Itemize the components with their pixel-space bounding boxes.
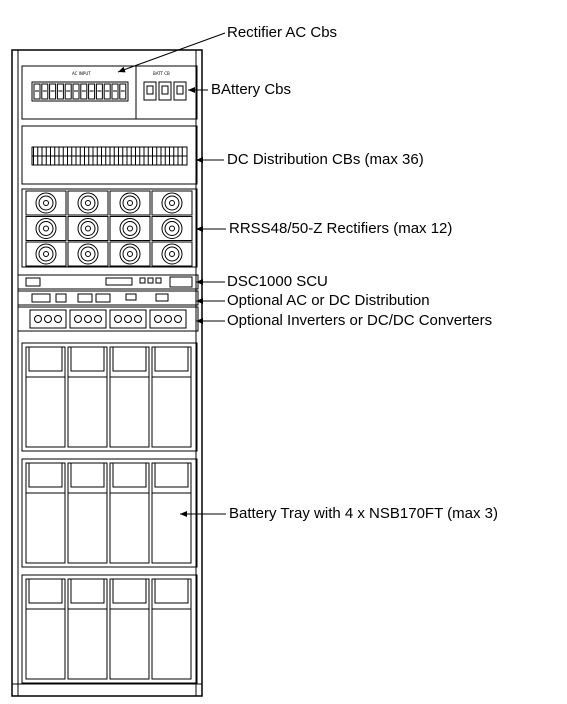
ac-breaker [72, 83, 80, 100]
rectifier-module [67, 241, 109, 267]
ac-breaker [80, 83, 88, 100]
battery-cell [151, 462, 192, 564]
battery-cell [67, 578, 108, 680]
battery-cell [25, 578, 66, 680]
battery-cell [109, 346, 150, 448]
rack-base [11, 683, 203, 697]
battery-cell [151, 346, 192, 448]
fan-icon [35, 218, 57, 239]
ac-cb-row [31, 81, 129, 102]
callout-rectifiers: RRSS48/50-Z Rectifiers (max 12) [229, 220, 453, 237]
leader-line [117, 32, 226, 73]
dc-distribution-panel [21, 125, 198, 185]
ac-breaker [33, 83, 41, 100]
battery-cell [25, 346, 66, 448]
battery-tray [21, 574, 198, 684]
fan-icon [77, 218, 99, 239]
battery-tray [21, 458, 198, 568]
rectifier-module [151, 216, 193, 241]
fan-icon [77, 243, 99, 265]
battery-cell [67, 346, 108, 448]
rectifier-module [109, 216, 151, 241]
inverter-module [29, 309, 67, 329]
callout-battery-cbs: BAttery Cbs [211, 81, 292, 98]
fan-icon [35, 192, 57, 214]
battery-breaker [143, 81, 157, 101]
inverter-module [109, 309, 147, 329]
rectifier-module [151, 190, 193, 216]
battery-cell [67, 462, 108, 564]
callout-optional-inverters: Optional Inverters or DC/DC Converters [227, 312, 493, 329]
fan-icon [119, 243, 141, 265]
fan-icon [161, 192, 183, 214]
fan-icon [161, 243, 183, 265]
optional-distribution-panel [17, 290, 199, 306]
callout-optional-distribution: Optional AC or DC Distribution [227, 292, 430, 309]
ac-breaker [56, 83, 64, 100]
battery-cell [109, 462, 150, 564]
ac-breaker [95, 83, 103, 100]
battery-breaker [158, 81, 172, 101]
rectifier-shelf [21, 188, 198, 268]
fan-icon [35, 243, 57, 265]
ac-breaker [111, 83, 119, 100]
callout-dc-distribution: DC Distribution CBs (max 36) [227, 151, 424, 168]
ac-breaker [119, 83, 127, 100]
batt-cb-text: BATT CB [153, 71, 170, 76]
rectifier-module [67, 216, 109, 241]
callout-rectifier-ac-cbs: Rectifier AC Cbs [227, 24, 338, 41]
inverter-module [149, 309, 187, 329]
battery-cell [151, 578, 192, 680]
battery-cell [109, 578, 150, 680]
ac-breaker [103, 83, 111, 100]
rectifier-module [25, 241, 67, 267]
callout-scu: DSC1000 SCU [227, 273, 328, 290]
top-breaker-panel [21, 65, 198, 120]
ac-breaker [64, 83, 72, 100]
rectifier-module [67, 190, 109, 216]
rectifier-module [25, 190, 67, 216]
battery-cell [25, 462, 66, 564]
ac-breaker [49, 83, 57, 100]
fan-icon [119, 218, 141, 239]
battery-tray [21, 342, 198, 452]
inverter-module [69, 309, 107, 329]
rectifier-module [109, 241, 151, 267]
fan-icon [77, 192, 99, 214]
ac-breaker [41, 83, 49, 100]
rectifier-module [109, 190, 151, 216]
fan-icon [119, 192, 141, 214]
ac-input-text: AC INPUT [72, 71, 91, 76]
callout-battery-tray: Battery Tray with 4 x NSB170FT (max 3) [229, 505, 498, 522]
optional-inverters-panel [17, 306, 199, 332]
rectifier-module [25, 216, 67, 241]
ac-breaker [88, 83, 96, 100]
rectifier-module [151, 241, 193, 267]
fan-icon [161, 218, 183, 239]
battery-breaker [173, 81, 187, 101]
